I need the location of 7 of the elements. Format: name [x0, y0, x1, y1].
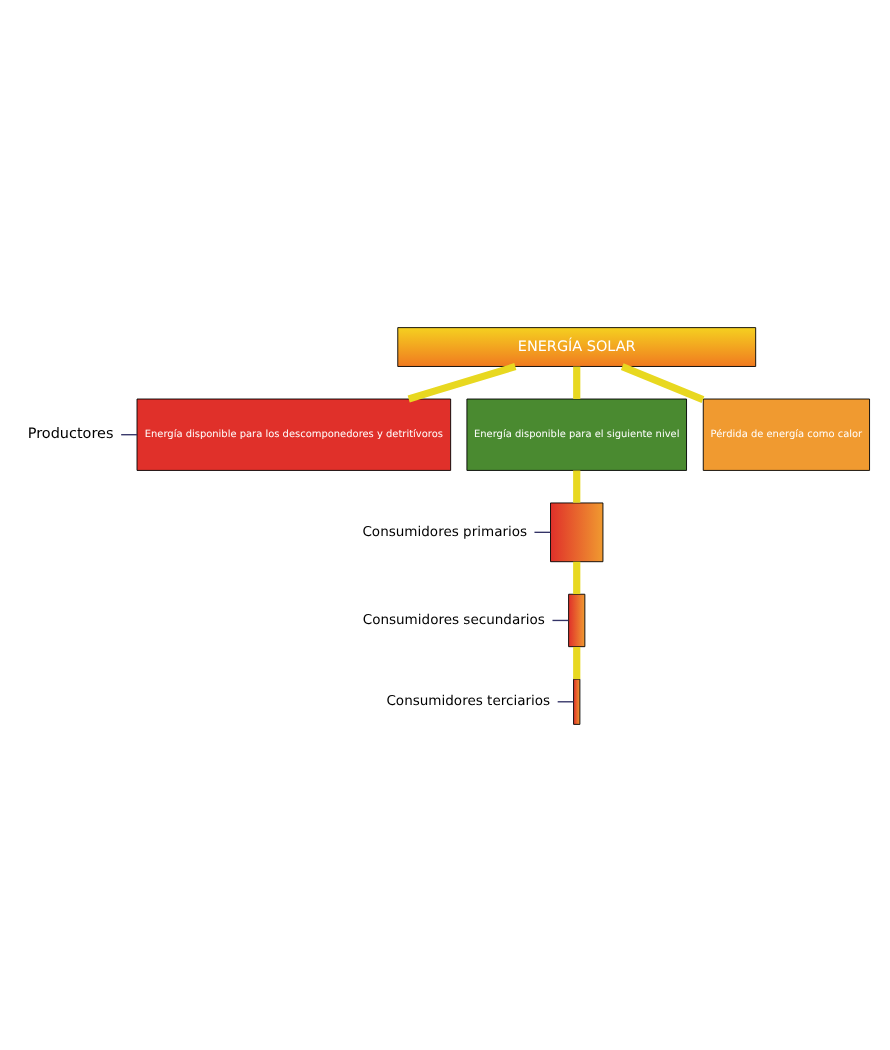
connector [573, 469, 581, 502]
connector [573, 560, 581, 593]
node-bar [550, 501, 604, 562]
node-bar [573, 677, 581, 724]
connector [573, 365, 581, 398]
node-bar [568, 592, 586, 647]
connector [573, 645, 581, 679]
